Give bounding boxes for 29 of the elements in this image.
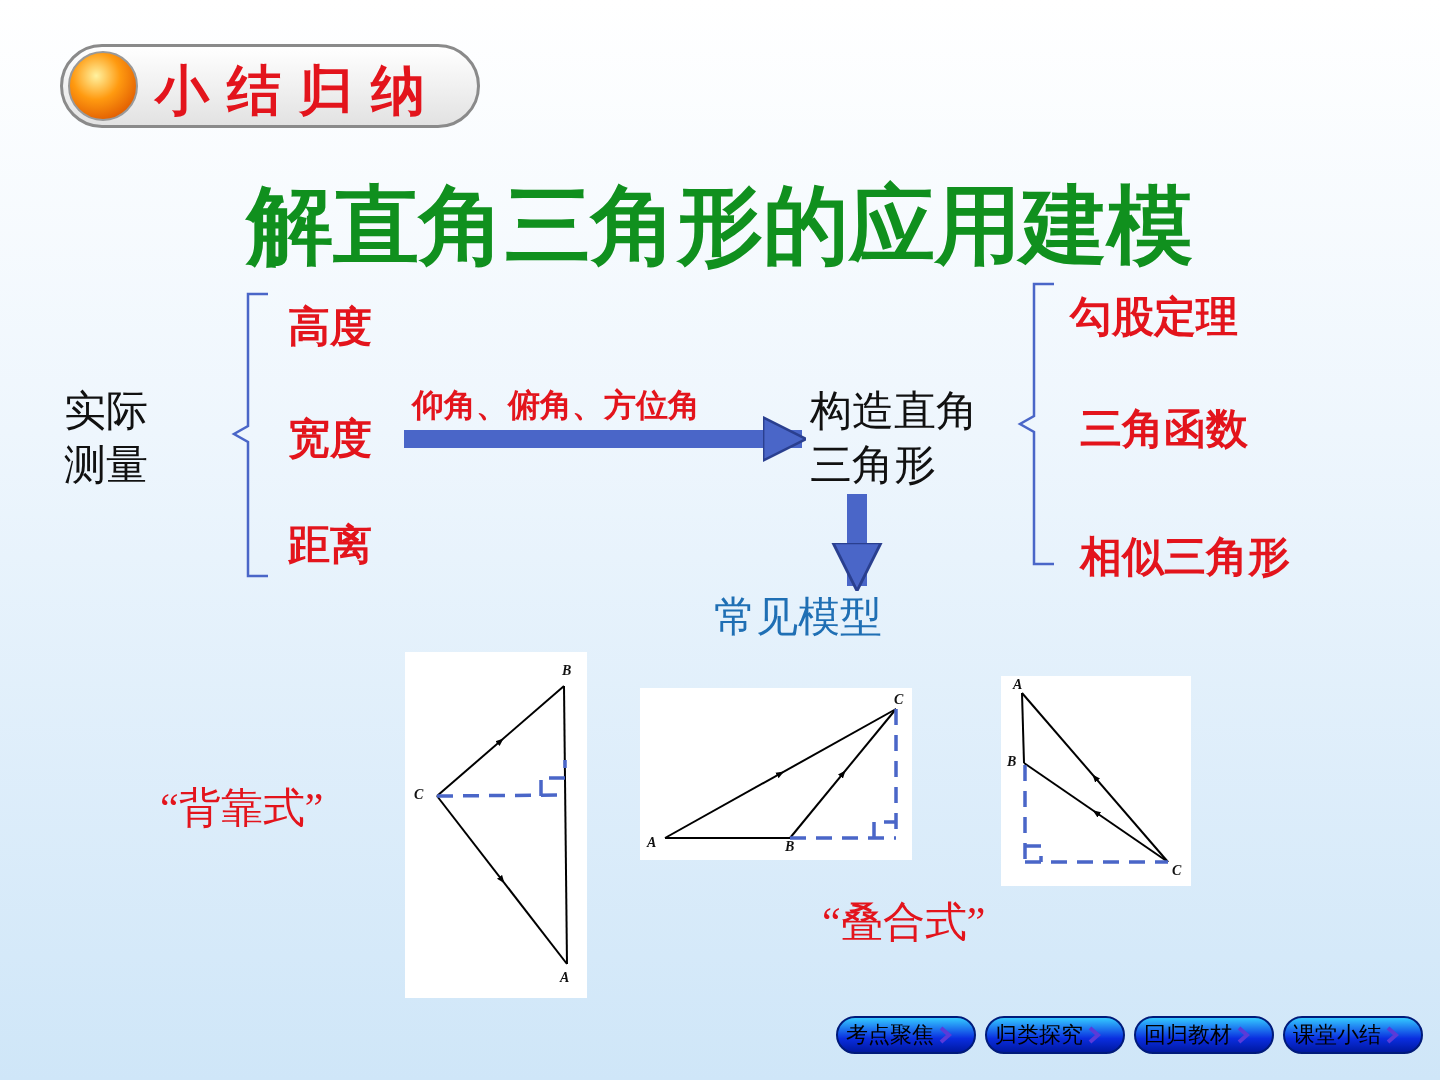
title: 解直角三角形的应用建模 (244, 176, 1194, 275)
vertex-label: A (1013, 677, 1023, 693)
term-text: 实际测量 (64, 384, 174, 492)
block-arrow (404, 416, 808, 462)
term-text: 宽度 (288, 412, 388, 466)
term-text: 三角函数 (1080, 402, 1280, 456)
vertex-label: B (562, 663, 572, 679)
nav-button: 课堂小结 (1283, 1016, 1423, 1054)
term-text: 相似三角形 (1080, 530, 1330, 584)
edge-label: 仰角、俯角、方位角 (412, 386, 700, 425)
nav-button: 回归教材 (1134, 1016, 1274, 1054)
term-text: 勾股定理 (1070, 290, 1270, 344)
model-label: “叠合式” (822, 898, 986, 947)
result-text: 构造直角三角形 (810, 384, 1000, 492)
term-text: 高度 (288, 300, 388, 354)
vertex-label: C (1172, 863, 1182, 879)
term-text: 距离 (288, 518, 388, 572)
vertex-label: A (560, 970, 570, 986)
nav-button: 归类探究 (985, 1016, 1125, 1054)
heading-text: 小结归纳 (155, 59, 443, 122)
vertex-label: C (894, 692, 904, 708)
vertex-label: B (785, 839, 795, 855)
vertex-label: C (414, 787, 424, 803)
block-arrow (831, 494, 883, 593)
nav-button: 考点聚焦 (836, 1016, 976, 1054)
model-label: “背靠式” (160, 784, 324, 833)
vertex-label: A (647, 835, 657, 851)
result-text: 常见模型 (714, 590, 904, 644)
vertex-label: B (1007, 754, 1017, 770)
